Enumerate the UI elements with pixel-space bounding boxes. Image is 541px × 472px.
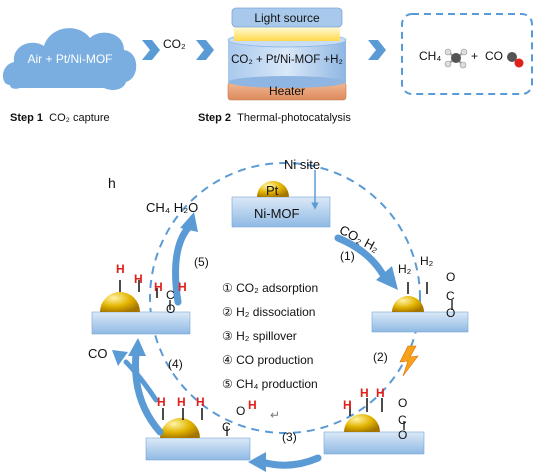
o-rl-bottom: O	[398, 428, 408, 442]
right-lower-catalyst	[323, 398, 425, 455]
c-bl: C	[222, 420, 231, 434]
cycle-step-1: (1)	[340, 249, 355, 263]
arrow-step3-head	[248, 452, 266, 472]
step2-number: Step 2	[198, 112, 232, 124]
h-rl-3: H	[376, 386, 385, 400]
co2-arrow-label: CO₂	[163, 37, 186, 51]
reactor-shape	[227, 7, 347, 101]
mof-label: Ni-MOF	[254, 206, 300, 221]
h-bl-4: H	[248, 398, 257, 412]
arrow-step4-head	[128, 338, 146, 356]
h-rl-1: H	[343, 398, 352, 412]
c-rl: C	[398, 413, 407, 427]
stray-mark: ↵	[270, 408, 281, 422]
cycle-dashed-ring	[149, 162, 421, 434]
arrow-step3	[258, 454, 322, 469]
top-catalyst	[231, 170, 331, 228]
h2-label-b: H₂	[420, 254, 434, 268]
o-bl: O	[236, 404, 246, 418]
cloud-label: Air + Pt/Ni-MOF	[27, 52, 113, 66]
top-graphics	[2, 7, 533, 101]
h-left-1: H	[116, 262, 125, 276]
arrow-step5	[172, 224, 192, 306]
lightning-icon	[399, 345, 419, 377]
h-left-4: H	[178, 280, 187, 294]
bottom-left-catalyst	[145, 408, 251, 461]
o-left: O	[166, 302, 176, 316]
ch4-h2o-label: CH₄ H₂O	[146, 200, 199, 215]
left-catalyst	[91, 280, 191, 335]
legend-item-5: ⑤ CH₄ production	[222, 377, 318, 391]
ch4-label: CH₄	[419, 49, 442, 63]
legend-item-4: ④ CO production	[222, 353, 314, 367]
h-bl-3: H	[196, 395, 205, 409]
h2-label-a: H₂	[398, 262, 412, 276]
step2-caption: Step 2 Thermal-photocatalysis	[198, 112, 351, 124]
h-left-2: H	[134, 272, 143, 286]
cycle-step-3: (3)	[282, 430, 297, 444]
o-rl-top: O	[398, 396, 408, 410]
arrow-step4	[132, 350, 164, 436]
chevron-arrow-2	[196, 40, 214, 60]
right-upper-catalyst	[371, 282, 469, 333]
co-label: CO	[485, 49, 503, 63]
chevron-arrow-1	[142, 40, 160, 60]
pt-label: Pt	[266, 183, 279, 198]
o-right-upper-bottom: O	[446, 306, 456, 320]
light-source-label: Light source	[254, 11, 320, 25]
co-output-label: CO	[88, 346, 108, 361]
c-right-upper: C	[446, 289, 455, 303]
step1-number: Step 1	[10, 112, 44, 124]
h-rl-2: H	[360, 386, 369, 400]
cycle-step-2: (2)	[373, 350, 388, 364]
reactor-content-label: CO₂ + Pt/Ni-MOF +H₂	[231, 54, 343, 66]
legend-item-1: ① CO₂ adsorption	[222, 281, 319, 295]
step2-text: Thermal-photocatalysis	[237, 112, 351, 124]
ni-site-label: Ni site	[284, 157, 321, 172]
arrow-step1-head	[376, 266, 398, 290]
cycle-step-5: (5)	[194, 255, 209, 269]
arrow-step5-head	[180, 212, 198, 232]
step1-text: CO₂ capture	[49, 112, 110, 124]
o-right-upper-top: O	[446, 270, 456, 284]
step1-caption: Step 1 CO₂ capture	[10, 112, 110, 124]
products-box	[401, 13, 533, 95]
legend-item-2: ② H₂ dissociation	[222, 305, 316, 319]
plus-label: +	[471, 49, 479, 63]
cloud-shape	[2, 28, 137, 91]
ch4-molecule-icon	[444, 48, 468, 69]
legend-list: ① CO₂ adsorption ② H₂ dissociation ③ H₂ …	[222, 276, 318, 396]
arrow-co-head	[112, 350, 128, 366]
cycle-graphics	[91, 162, 469, 472]
cycle-step-4: (4)	[168, 357, 183, 371]
chevron-arrow-3	[368, 40, 386, 60]
legend-item-3: ③ H₂ spillover	[222, 329, 297, 343]
arrow-co-out	[123, 359, 159, 403]
h-left-3: H	[154, 280, 163, 294]
panel-letter: h	[108, 175, 116, 191]
co-molecule-icon	[507, 52, 524, 68]
c-left: C	[166, 288, 175, 302]
heater-label: Heater	[268, 84, 306, 98]
h-bl-1: H	[157, 395, 166, 409]
h-bl-2: H	[177, 395, 186, 409]
